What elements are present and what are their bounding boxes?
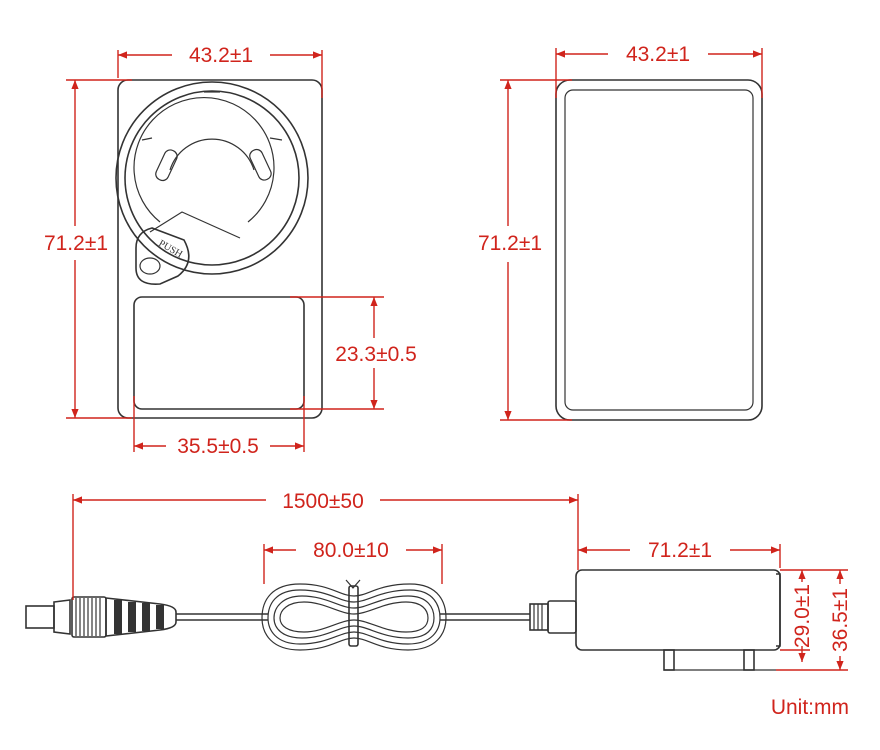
label-width-label: 35.5±0.5: [177, 435, 259, 458]
body-length-label: 71.2±1: [648, 539, 712, 562]
body-plug-pin-right: [743, 649, 755, 671]
back-height-label: 71.2±1: [478, 232, 542, 255]
front-label-area: [133, 296, 305, 410]
front-view: PUSH 43.2±1 71.2±1 23.3±0.5 35.5±0.5: [44, 44, 417, 458]
body-plug-pin-left: [663, 649, 675, 671]
body-casing: [575, 569, 781, 651]
cable-tie-tail: [345, 579, 361, 589]
plug-grip: [71, 596, 107, 638]
body-height-label: 29.0±1: [791, 584, 814, 648]
coil-length-label: 80.0±10: [313, 539, 389, 562]
label-height-label: 23.3±0.5: [335, 343, 417, 366]
body-face-plate: [776, 573, 781, 647]
plug-strain-relief-ribs: [114, 600, 164, 634]
cable-tie: [348, 585, 359, 647]
unit-label: Unit:mm: [771, 696, 849, 719]
plug-strain-relief: [105, 597, 177, 637]
back-view: 43.2±1 71.2±1: [478, 43, 763, 421]
plug-collar: [53, 599, 71, 635]
back-width-label: 43.2±1: [626, 43, 690, 66]
cable-length-label: 1500±50: [282, 490, 364, 513]
front-width-label: 43.2±1: [189, 44, 253, 67]
body-cable-exit: [547, 600, 577, 634]
back-body-outer: [555, 79, 763, 421]
plug-pin-slot-right: [249, 148, 272, 181]
plug-rotating-disc: [115, 81, 309, 275]
push-release-tab: PUSH: [135, 227, 190, 285]
side-view: 1500±50 80.0±10 71.2±1 29.0±1 36.5±1: [25, 490, 852, 671]
plug-tip: [25, 605, 55, 629]
front-height-label: 71.2±1: [44, 232, 108, 255]
adapter-side-body: [529, 569, 781, 671]
dc-barrel-plug: [25, 596, 177, 638]
body-strain-relief: [529, 603, 549, 631]
plug-pin-slot-left: [155, 149, 178, 182]
front-body-outline: [117, 79, 323, 419]
push-label: PUSH: [157, 238, 185, 260]
overall-height-label: 36.5±1: [829, 588, 852, 652]
cable-coil: [261, 579, 447, 651]
back-body-inner: [564, 89, 754, 411]
plug-grip-knurling: [75, 598, 101, 636]
